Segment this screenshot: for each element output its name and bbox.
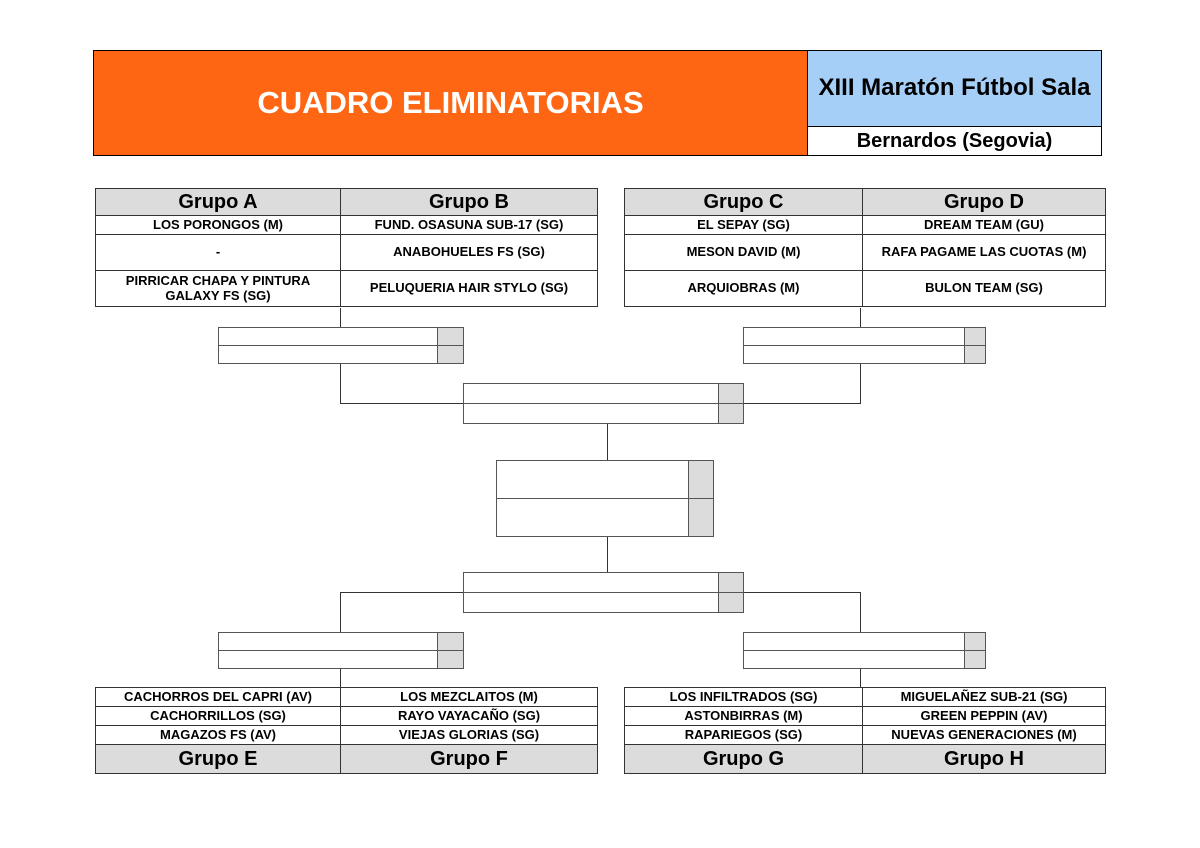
team-cell: ANABOHUELES FS (SG) xyxy=(340,234,598,271)
score-slot xyxy=(718,592,744,613)
semifinal-match-left-bottom xyxy=(218,632,464,670)
score-slot xyxy=(688,498,714,537)
bracket-line xyxy=(607,536,608,572)
event-location: Bernardos (Segovia) xyxy=(807,126,1102,156)
team-cell: CACHORRILLOS (SG) xyxy=(95,706,341,726)
team-cell: LOS PORONGOS (M) xyxy=(95,215,341,235)
team-cell: ASTONBIRRAS (M) xyxy=(624,706,863,726)
team-cell: PELUQUERIA HAIR STYLO (SG) xyxy=(340,270,598,307)
group-header: Grupo D xyxy=(862,188,1106,216)
groups-cd-table: Grupo C Grupo D EL SEPAY (SG) DREAM TEAM… xyxy=(624,188,1106,307)
team-cell: VIEJAS GLORIAS (SG) xyxy=(340,725,598,745)
team-cell: DREAM TEAM (GU) xyxy=(862,215,1106,235)
score-slot xyxy=(964,327,986,346)
score-slot xyxy=(437,650,464,669)
group-header: Grupo F xyxy=(340,744,598,774)
semifinal-match-right-top xyxy=(743,327,986,365)
semifinal-match-left-top xyxy=(218,327,464,365)
group-header: Grupo B xyxy=(340,188,598,216)
team-slot xyxy=(743,345,965,364)
team-slot xyxy=(218,632,438,651)
page-title: CUADRO ELIMINATORIAS xyxy=(257,85,644,120)
score-slot xyxy=(437,327,464,346)
team-slot xyxy=(496,498,689,537)
team-cell: GREEN PEPPIN (AV) xyxy=(862,706,1106,726)
team-slot xyxy=(218,650,438,669)
team-cell: RAYO VAYACAÑO (SG) xyxy=(340,706,598,726)
team-slot xyxy=(743,650,965,669)
team-slot xyxy=(743,632,965,651)
bracket-line xyxy=(860,669,861,688)
final-match xyxy=(496,460,714,537)
score-slot xyxy=(437,632,464,651)
team-cell: MIGUELAÑEZ SUB-21 (SG) xyxy=(862,687,1106,707)
team-slot xyxy=(463,592,719,613)
team-cell: CACHORROS DEL CAPRI (AV) xyxy=(95,687,341,707)
team-cell: RAFA PAGAME LAS CUOTAS (M) xyxy=(862,234,1106,271)
team-slot xyxy=(743,327,965,346)
team-cell: RAPARIEGOS (SG) xyxy=(624,725,863,745)
semifinal-match-right-bottom xyxy=(743,632,986,670)
group-header: Grupo E xyxy=(95,744,341,774)
final-side-match-top xyxy=(463,383,744,425)
groups-gh-table: LOS INFILTRADOS (SG) MIGUELAÑEZ SUB-21 (… xyxy=(624,687,1106,774)
bracket-line xyxy=(860,592,861,632)
score-slot xyxy=(964,650,986,669)
bracket-line xyxy=(340,669,341,688)
bracket-line xyxy=(743,592,861,593)
score-slot xyxy=(964,345,986,364)
bracket-line xyxy=(743,403,861,404)
bracket-line xyxy=(340,592,464,593)
bracket-line xyxy=(860,308,861,327)
group-header: Grupo A xyxy=(95,188,341,216)
team-cell: EL SEPAY (SG) xyxy=(624,215,863,235)
final-side-match-bottom xyxy=(463,572,744,614)
score-slot xyxy=(718,572,744,593)
team-cell: MAGAZOS FS (AV) xyxy=(95,725,341,745)
bracket-line xyxy=(340,308,341,327)
groups-ab-table: Grupo A Grupo B LOS PORONGOS (M) FUND. O… xyxy=(95,188,598,307)
event-name: XIII Maratón Fútbol Sala xyxy=(807,50,1102,127)
bracket-line xyxy=(340,592,341,632)
team-cell: LOS INFILTRADOS (SG) xyxy=(624,687,863,707)
team-slot xyxy=(218,345,438,364)
score-slot xyxy=(688,460,714,499)
team-slot xyxy=(496,460,689,499)
group-header: Grupo G xyxy=(624,744,863,774)
group-header: Grupo C xyxy=(624,188,863,216)
team-cell: PIRRICAR CHAPA Y PINTURA GALAXY FS (SG) xyxy=(95,270,341,307)
score-slot xyxy=(437,345,464,364)
bracket-line xyxy=(340,364,341,404)
score-slot xyxy=(718,403,744,424)
groups-ef-table: CACHORROS DEL CAPRI (AV) LOS MEZCLAITOS … xyxy=(95,687,598,774)
team-slot xyxy=(218,327,438,346)
team-slot xyxy=(463,572,719,593)
team-cell: NUEVAS GENERACIONES (M) xyxy=(862,725,1106,745)
team-slot xyxy=(463,383,719,404)
score-slot xyxy=(718,383,744,404)
team-cell: ARQUIOBRAS (M) xyxy=(624,270,863,307)
team-cell: BULON TEAM (SG) xyxy=(862,270,1106,307)
team-cell: - xyxy=(95,234,341,271)
group-header: Grupo H xyxy=(862,744,1106,774)
team-slot xyxy=(463,403,719,424)
bracket-line xyxy=(607,424,608,461)
score-slot xyxy=(964,632,986,651)
team-cell: LOS MEZCLAITOS (M) xyxy=(340,687,598,707)
team-cell: FUND. OSASUNA SUB-17 (SG) xyxy=(340,215,598,235)
bracket-line xyxy=(860,364,861,404)
team-cell: MESON DAVID (M) xyxy=(624,234,863,271)
title-banner: CUADRO ELIMINATORIAS xyxy=(93,50,808,156)
bracket-line xyxy=(340,403,464,404)
